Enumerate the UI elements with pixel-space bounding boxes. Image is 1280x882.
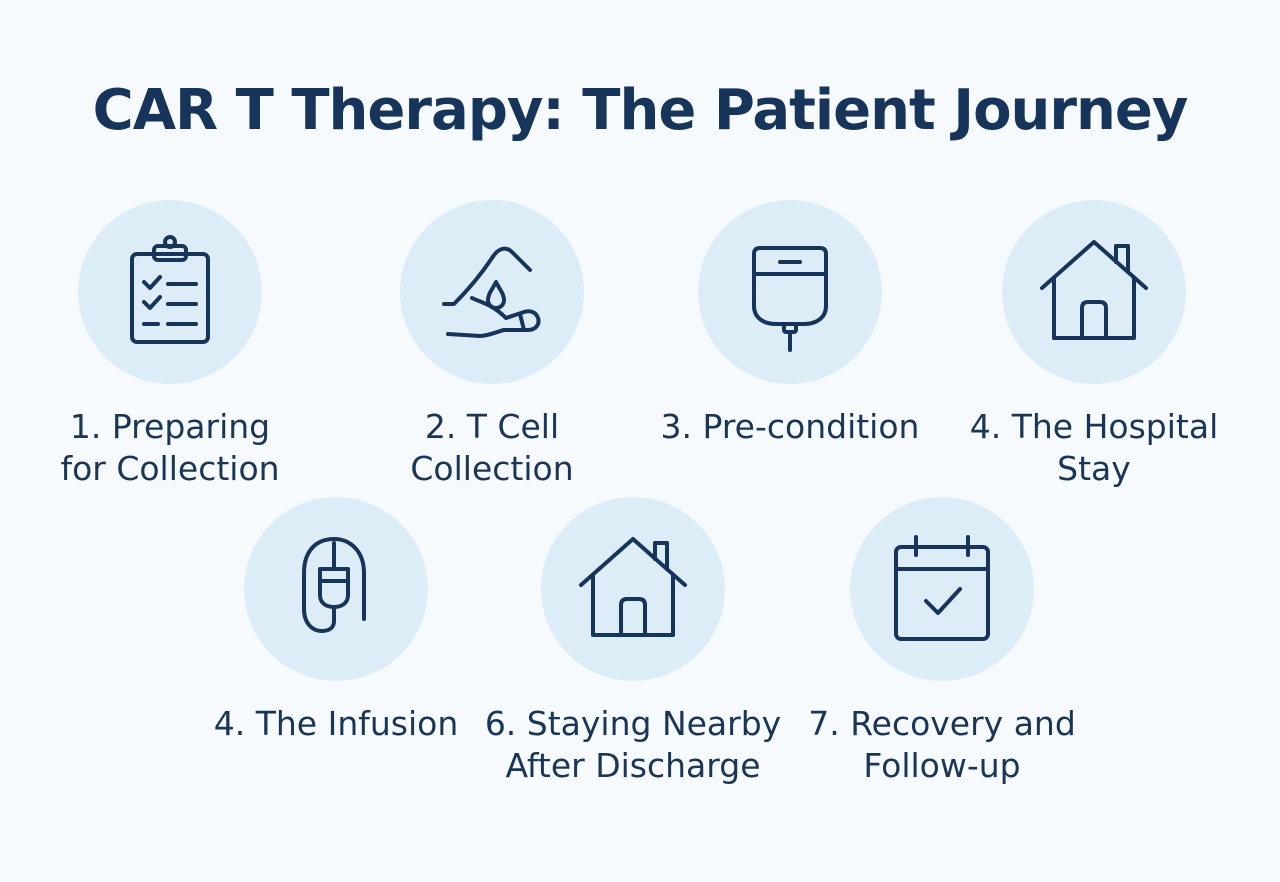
step-label-line1: 3. Pre-condition [660,407,920,446]
step-label-line2: After Discharge [505,746,761,785]
step-icon-circle [850,497,1034,681]
step-label: 4. The Hospital Stay [970,406,1218,490]
step-label: 2. T Cell Collection [410,406,573,490]
step-icon-circle [244,497,428,681]
step-label: 4. The Infusion [214,703,459,745]
step-preparing-for-collection: 1. Preparing for Collection [30,200,310,490]
step-label-line1: 6. Staying Nearby [484,704,782,743]
step-the-infusion: 4. The Infusion [196,497,476,745]
step-label-line2: Collection [410,449,574,488]
step-icon-circle [698,200,882,384]
page-title: CAR T Therapy: The Patient Journey [92,78,1189,143]
step-hospital-stay: 4. The Hospital Stay [954,200,1234,490]
step-label: 6. Staying Nearby After Discharge [485,703,781,787]
step-pre-condition: 3. Pre-condition [650,200,930,448]
house-icon [579,537,687,637]
step-label-line1: 1. Preparing [69,407,271,446]
clipboard-checklist-icon [130,235,210,344]
step-label-line1: 2. T Cell [424,407,560,446]
step-label-line2: Follow-up [863,746,1021,785]
step-icon-circle [400,200,584,384]
step-label: 3. Pre-condition [661,406,920,448]
step-label-line1: 4. The Hospital [969,407,1219,446]
step-recovery-follow-up: 7. Recovery and Follow-up [802,497,1082,787]
step-label-line1: 7. Recovery and [808,704,1076,743]
house-icon [1040,240,1148,340]
step-label: 7. Recovery and Follow-up [808,703,1076,787]
step-label-line1: 4. The Infusion [213,704,459,743]
iv-bag-icon [752,246,828,352]
step-icon-circle [1002,200,1186,384]
step-staying-nearby: 6. Staying Nearby After Discharge [485,497,781,787]
calendar-check-icon [894,535,990,641]
step-t-cell-collection: 2. T Cell Collection [352,200,632,490]
step-label-line2: for Collection [60,449,280,488]
step-icon-circle [78,200,262,384]
infusion-bag-icon [302,537,366,633]
step-label-line2: Stay [1057,449,1131,488]
step-label: 1. Preparing for Collection [60,406,279,490]
step-icon-circle [541,497,725,681]
hand-blood-drop-icon [442,246,541,338]
